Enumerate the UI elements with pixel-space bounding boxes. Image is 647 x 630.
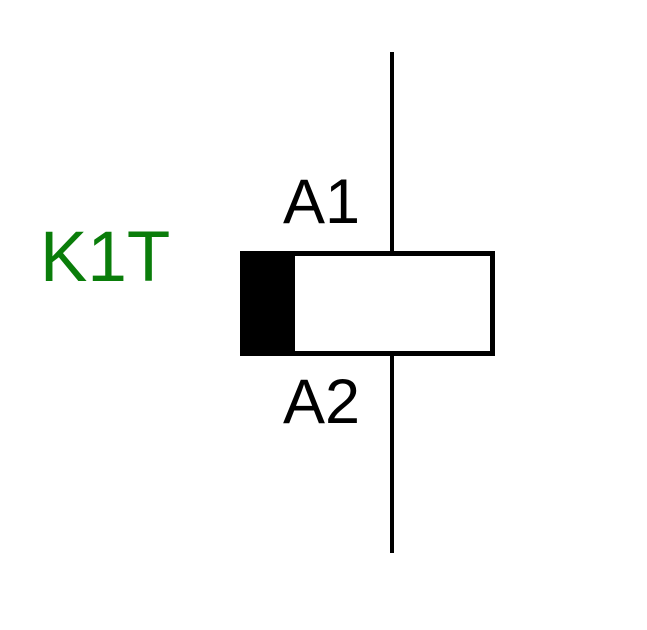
terminal-label-a1: A1	[283, 167, 360, 237]
coil-timer-marker	[240, 251, 295, 356]
terminal-label-a2: A2	[283, 367, 360, 437]
component-designation: K1T	[40, 218, 170, 297]
